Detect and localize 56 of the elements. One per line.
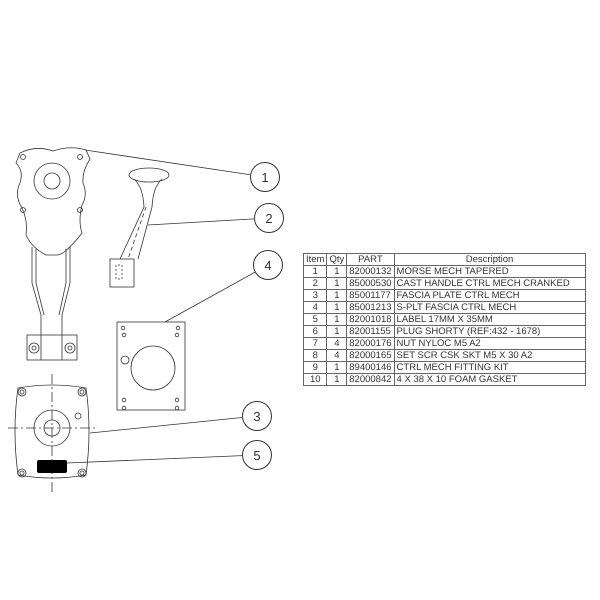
- column-header: Description: [394, 254, 586, 266]
- table-cell: 82001155: [346, 326, 394, 338]
- callout-number: 3: [242, 401, 272, 431]
- table-cell: 85001177: [346, 290, 394, 302]
- table-cell: 5: [304, 314, 327, 326]
- table-cell: 82001018: [346, 314, 394, 326]
- table-cell: 82000132: [346, 266, 394, 278]
- table-cell: FASCIA PLATE CTRL MECH: [394, 290, 586, 302]
- callout-number: 5: [242, 440, 272, 470]
- table-cell: 10: [304, 374, 327, 386]
- sub-plate-drawing: [115, 320, 187, 412]
- table-cell: 1: [326, 278, 347, 290]
- table-cell: S-PLT FASCIA CTRL MECH: [394, 302, 586, 314]
- column-header: Item: [304, 254, 327, 266]
- table-cell: PLUG SHORTY (REF:432 - 1678): [394, 326, 586, 338]
- table-cell: 1: [326, 266, 347, 278]
- table-cell: 4 X 38 X 10 FOAM GASKET: [394, 374, 586, 386]
- table-cell: CAST HANDLE CTRL MECH CRANKED: [394, 278, 586, 290]
- table-cell: 1: [304, 266, 327, 278]
- table-cell: 1: [326, 302, 347, 314]
- leader-line: [164, 272, 256, 322]
- callout-number: 2: [254, 203, 284, 233]
- table-cell: 85001213: [346, 302, 394, 314]
- table-cell: 1: [326, 362, 347, 374]
- callout-number: 4: [253, 250, 283, 280]
- table-cell: 1: [326, 326, 347, 338]
- table-cell: 7: [304, 338, 327, 350]
- table-cell: 82000176: [346, 338, 394, 350]
- table-cell: 82000165: [346, 350, 394, 362]
- table-cell: 1: [326, 374, 347, 386]
- table-cell: 3: [304, 290, 327, 302]
- table-cell: NUT NYLOC M5 A2: [394, 338, 586, 350]
- table-cell: 4: [304, 302, 327, 314]
- table-cell: MORSE MECH TAPERED: [394, 266, 586, 278]
- label-plate: [37, 460, 67, 473]
- table-cell: LABEL 17MM X 35MM: [394, 314, 586, 326]
- table-cell: 82000842: [346, 374, 394, 386]
- table-cell: CTRL MECH FITTING KIT: [394, 362, 586, 374]
- leader-line: [148, 218, 254, 226]
- table-cell: SET SCR CSK SKT M5 X 30 A2: [394, 350, 586, 362]
- table-cell: 1: [326, 314, 347, 326]
- table-cell: 85000530: [346, 278, 394, 290]
- table-cell: 4: [326, 350, 347, 362]
- leader-line: [90, 417, 242, 434]
- callout-number: 1: [250, 162, 280, 192]
- column-header: Qty: [326, 254, 347, 266]
- table-cell: 89400146: [346, 362, 394, 374]
- table-cell: 1: [326, 290, 347, 302]
- table-cell: 6: [304, 326, 327, 338]
- column-header: PART: [346, 254, 394, 266]
- table-cell: 4: [326, 338, 347, 350]
- table-cell: 2: [304, 278, 327, 290]
- table-cell: 9: [304, 362, 327, 374]
- leader-line: [84, 150, 251, 176]
- leader-line: [66, 455, 242, 464]
- table-cell: 8: [304, 350, 327, 362]
